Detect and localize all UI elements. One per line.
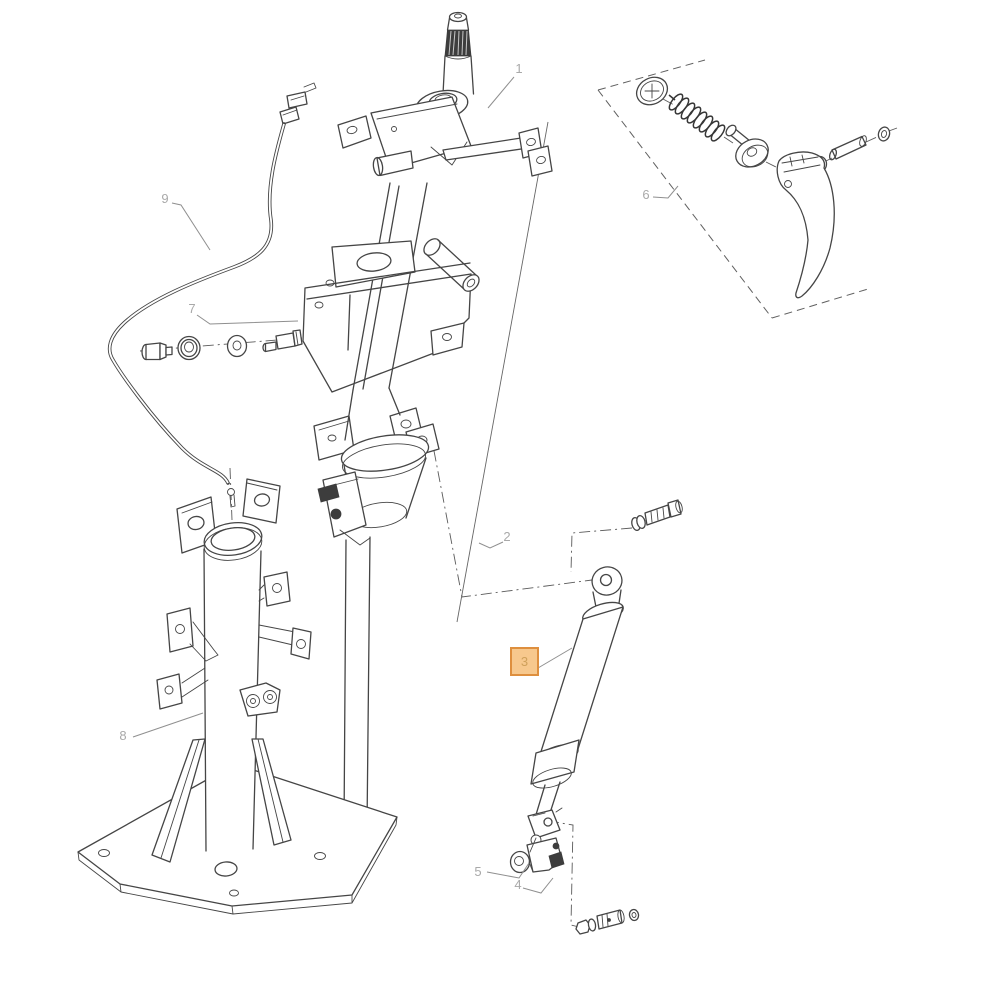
mount-bolt-lower	[575, 908, 640, 935]
callout-3-highlighted[interactable]: 3	[510, 647, 573, 676]
callout-4[interactable]: 4	[514, 877, 554, 894]
callout-7-leader	[196, 314, 299, 325]
callout-8-leader	[132, 712, 204, 738]
callout-8[interactable]: 8	[119, 712, 204, 743]
callout-2-leader	[478, 541, 504, 549]
tilt-release-cable	[107, 82, 317, 508]
callout-3-highlight-box	[510, 647, 539, 676]
callout-6-label: 6	[642, 187, 649, 202]
callout-5[interactable]: 5	[474, 862, 530, 879]
callout-8-label: 8	[119, 728, 126, 743]
release-lever-group	[635, 76, 891, 299]
spring	[668, 93, 726, 142]
callout-6[interactable]: 6	[642, 185, 679, 202]
callout-5-label: 5	[474, 864, 481, 879]
group-boundary-lines	[456, 59, 869, 623]
fastener-set	[141, 329, 303, 361]
callout-3-label: 3	[521, 654, 528, 669]
callout-1-label: 1	[515, 61, 522, 76]
callout-7-label: 7	[188, 301, 195, 316]
callout-1[interactable]: 1	[487, 61, 523, 109]
mount-bolt-upper	[631, 499, 683, 532]
callout-7[interactable]: 7	[188, 301, 299, 325]
universal-joint	[509, 807, 565, 874]
callout-3-leader	[537, 647, 573, 669]
callouts: 1 2 3 4 5 6 7 8	[119, 61, 679, 894]
callout-9[interactable]: 9	[161, 191, 211, 251]
steering-column-upper-assembly	[302, 11, 553, 393]
callout-6-leader	[652, 185, 679, 199]
callout-2-label: 2	[503, 529, 510, 544]
support-pedestal	[77, 478, 398, 915]
callout-4-label: 4	[514, 877, 521, 892]
callout-9-leader	[171, 202, 211, 251]
callout-4-leader	[522, 877, 554, 894]
callout-2[interactable]: 2	[478, 529, 511, 549]
callout-1-leader	[487, 76, 515, 109]
gas-strut	[530, 566, 624, 819]
callout-5-leader	[486, 862, 530, 879]
callout-9-label: 9	[161, 191, 168, 206]
